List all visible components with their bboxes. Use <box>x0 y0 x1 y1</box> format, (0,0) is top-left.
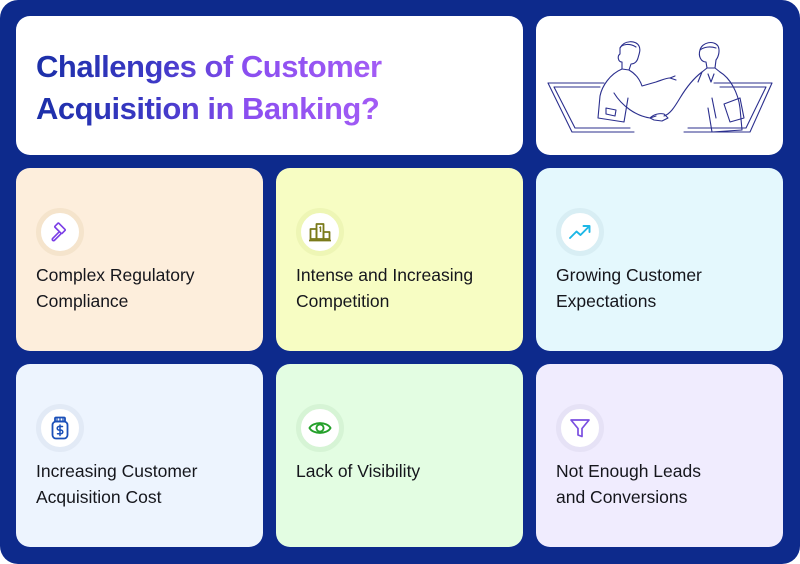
icon-badge <box>36 404 84 452</box>
handshake-illustration <box>547 41 773 133</box>
icon-badge <box>36 208 84 256</box>
podium-icon <box>309 223 331 242</box>
page-title: Challenges of Customer Acquisition in Ba… <box>36 46 382 130</box>
eye-icon <box>308 422 332 434</box>
illustration-card <box>536 16 783 155</box>
funnel-icon <box>570 419 590 438</box>
icon-badge <box>556 404 604 452</box>
icon-badge <box>296 404 344 452</box>
icon-badge <box>296 208 344 256</box>
money-jar-icon <box>51 416 69 440</box>
title-line-1: Challenges of Customer <box>36 49 382 84</box>
title-card: Challenges of Customer Acquisition in Ba… <box>16 16 523 155</box>
trending-up-icon <box>569 225 591 239</box>
title-line-2: Acquisition in Banking? <box>36 91 380 126</box>
challenge-label: Lack of Visibility <box>296 461 421 481</box>
icon-badge <box>556 208 604 256</box>
gavel-icon <box>51 222 66 242</box>
challenge-card-visibility: Lack of Visibility <box>276 364 523 547</box>
